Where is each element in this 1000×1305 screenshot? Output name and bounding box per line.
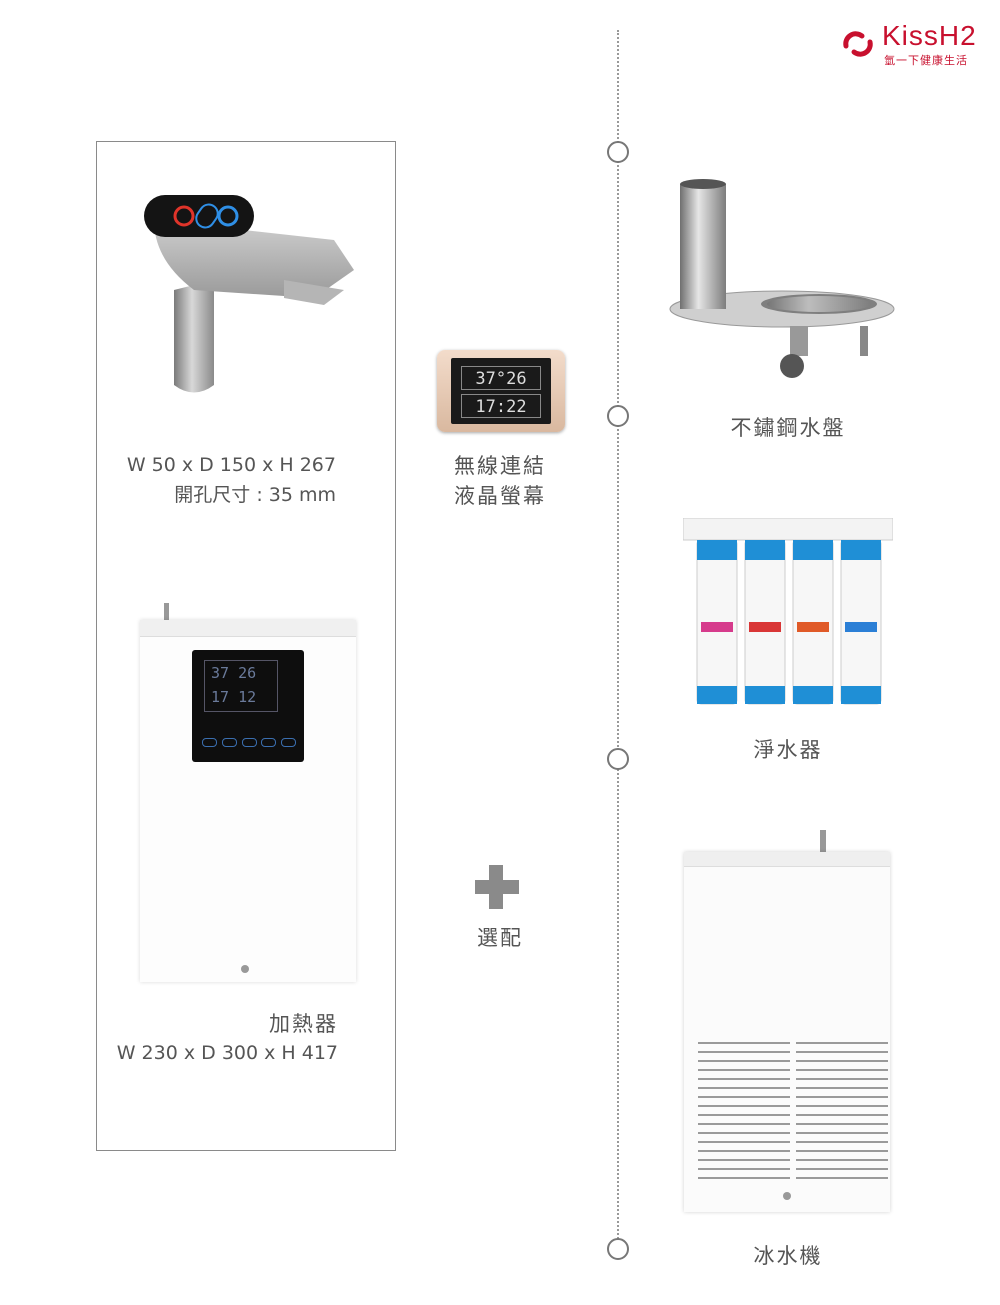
chiller-vents-left bbox=[698, 1042, 790, 1182]
timeline-node bbox=[607, 141, 629, 163]
faucet-dimensions: W 50 x D 150 x H 267 bbox=[126, 454, 336, 476]
brand-logo: KissH2 氫一下健康生活 bbox=[838, 18, 988, 67]
filter-cartridges bbox=[696, 539, 882, 705]
wireless-display-label-1: 無線連結 bbox=[454, 454, 546, 478]
accessory-name-tray: 不鏽鋼水盤 bbox=[730, 416, 846, 440]
heater-button-icon bbox=[221, 738, 237, 747]
wireless-display-label-2: 液晶螢幕 bbox=[454, 484, 546, 508]
plus-icon bbox=[475, 880, 519, 894]
timeline-node bbox=[607, 405, 629, 427]
chiller-lock-icon bbox=[783, 1192, 791, 1200]
main-product-frame bbox=[96, 141, 396, 1151]
display-time: 17:22 bbox=[461, 394, 541, 418]
timeline-node bbox=[607, 1238, 629, 1260]
wireless-display-image: 37°26 17:22 bbox=[437, 350, 565, 432]
water-purifier-image bbox=[683, 518, 893, 705]
heater-button-icon bbox=[261, 738, 277, 747]
accessory-name-chiller: 冰水機 bbox=[753, 1244, 823, 1268]
water-chiller-image bbox=[684, 852, 890, 1212]
timeline-node bbox=[607, 748, 629, 770]
heater-name: 加熱器 bbox=[269, 1012, 338, 1036]
heater-lock-icon bbox=[241, 965, 249, 973]
brand-logo-icon bbox=[843, 31, 873, 57]
faucet-image bbox=[144, 195, 354, 393]
optional-label: 選配 bbox=[477, 926, 523, 950]
heater-control-panel: 37 26 17 12 bbox=[192, 650, 304, 762]
stainless-tray-image bbox=[669, 179, 895, 378]
heater-dimensions: W 230 x D 300 x H 417 bbox=[116, 1042, 338, 1064]
heater-button-icon bbox=[241, 738, 257, 747]
heater-lcd: 37 26 17 12 bbox=[204, 660, 278, 712]
brand-tagline: 氫一下健康生活 bbox=[884, 54, 968, 67]
brand-name: KissH2 bbox=[882, 20, 977, 51]
heater-button-icon bbox=[202, 738, 217, 747]
display-temp: 37°26 bbox=[461, 366, 541, 390]
timeline-line bbox=[617, 30, 619, 1250]
accessory-name-purifier: 淨水器 bbox=[753, 738, 823, 762]
heater-button-icon bbox=[281, 738, 296, 747]
heater-rod bbox=[164, 603, 169, 621]
faucet-hole-size: 開孔尺寸 : 35 mm bbox=[174, 484, 336, 506]
heater-image: 37 26 17 12 bbox=[140, 620, 356, 982]
chiller-rod bbox=[820, 830, 826, 854]
chiller-vents-right bbox=[796, 1042, 888, 1182]
